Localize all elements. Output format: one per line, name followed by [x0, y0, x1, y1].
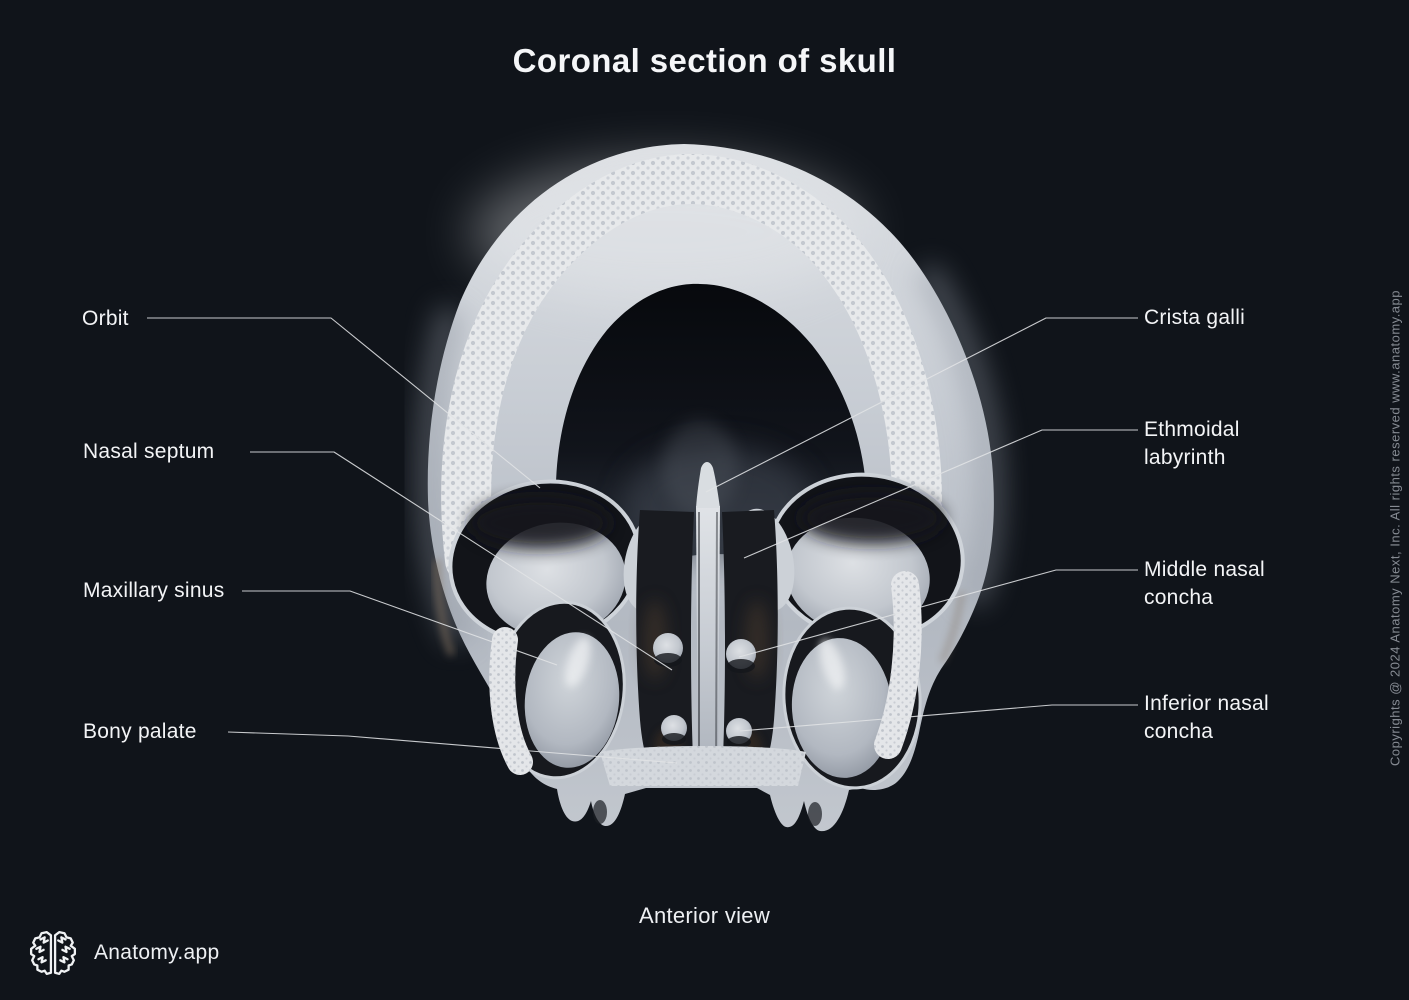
leader-line-maxillary-sinus	[242, 590, 558, 666]
nasal-cavity-structure	[636, 462, 778, 782]
label-nasal-septum: Nasal septum	[83, 440, 215, 463]
label-maxillary-sinus: Maxillary sinus	[83, 579, 225, 602]
crista-galli-structure	[696, 462, 720, 508]
diploe-band	[441, 153, 942, 585]
brand-name: Anatomy.app	[94, 941, 220, 964]
label-crista-galli: Crista galli	[1144, 306, 1246, 329]
leader-line-crista-galli	[705, 317, 1138, 493]
label-inferior-nasal-concha: Inferior nasal concha	[1144, 692, 1269, 743]
leader-line-bony-palate	[227, 731, 678, 764]
leader-line-orbit	[147, 317, 541, 489]
label-bony-palate: Bony palate	[83, 720, 197, 743]
skull-render	[417, 144, 1003, 832]
nasal-septum-structure	[696, 506, 720, 782]
brand-footer: Anatomy.app	[28, 928, 220, 978]
leader-line-middle-nasal-concha	[738, 569, 1138, 658]
copyright-watermark: Copyrights @ 2024 Anatomy Next, Inc. All…	[1387, 290, 1403, 766]
label-ethmoidal-labyrinth: Ethmoidal labyrinth	[1144, 418, 1240, 469]
brain-icon	[29, 931, 77, 975]
leader-line-nasal-septum	[250, 451, 673, 671]
orbit-right-structure	[767, 472, 965, 642]
bony-palate-structure	[489, 571, 922, 826]
label-middle-nasal-concha: Middle nasal concha	[1144, 558, 1265, 609]
page-title: Coronal section of skull	[512, 42, 897, 79]
leader-line-ethmoidal-labyrinth	[743, 429, 1138, 559]
view-caption: Anterior view	[638, 903, 771, 928]
leader-lines	[147, 317, 1138, 764]
leader-line-inferior-nasal-concha	[739, 704, 1138, 732]
label-orbit: Orbit	[82, 307, 129, 330]
maxillary-sinus-left-structure	[494, 600, 626, 780]
